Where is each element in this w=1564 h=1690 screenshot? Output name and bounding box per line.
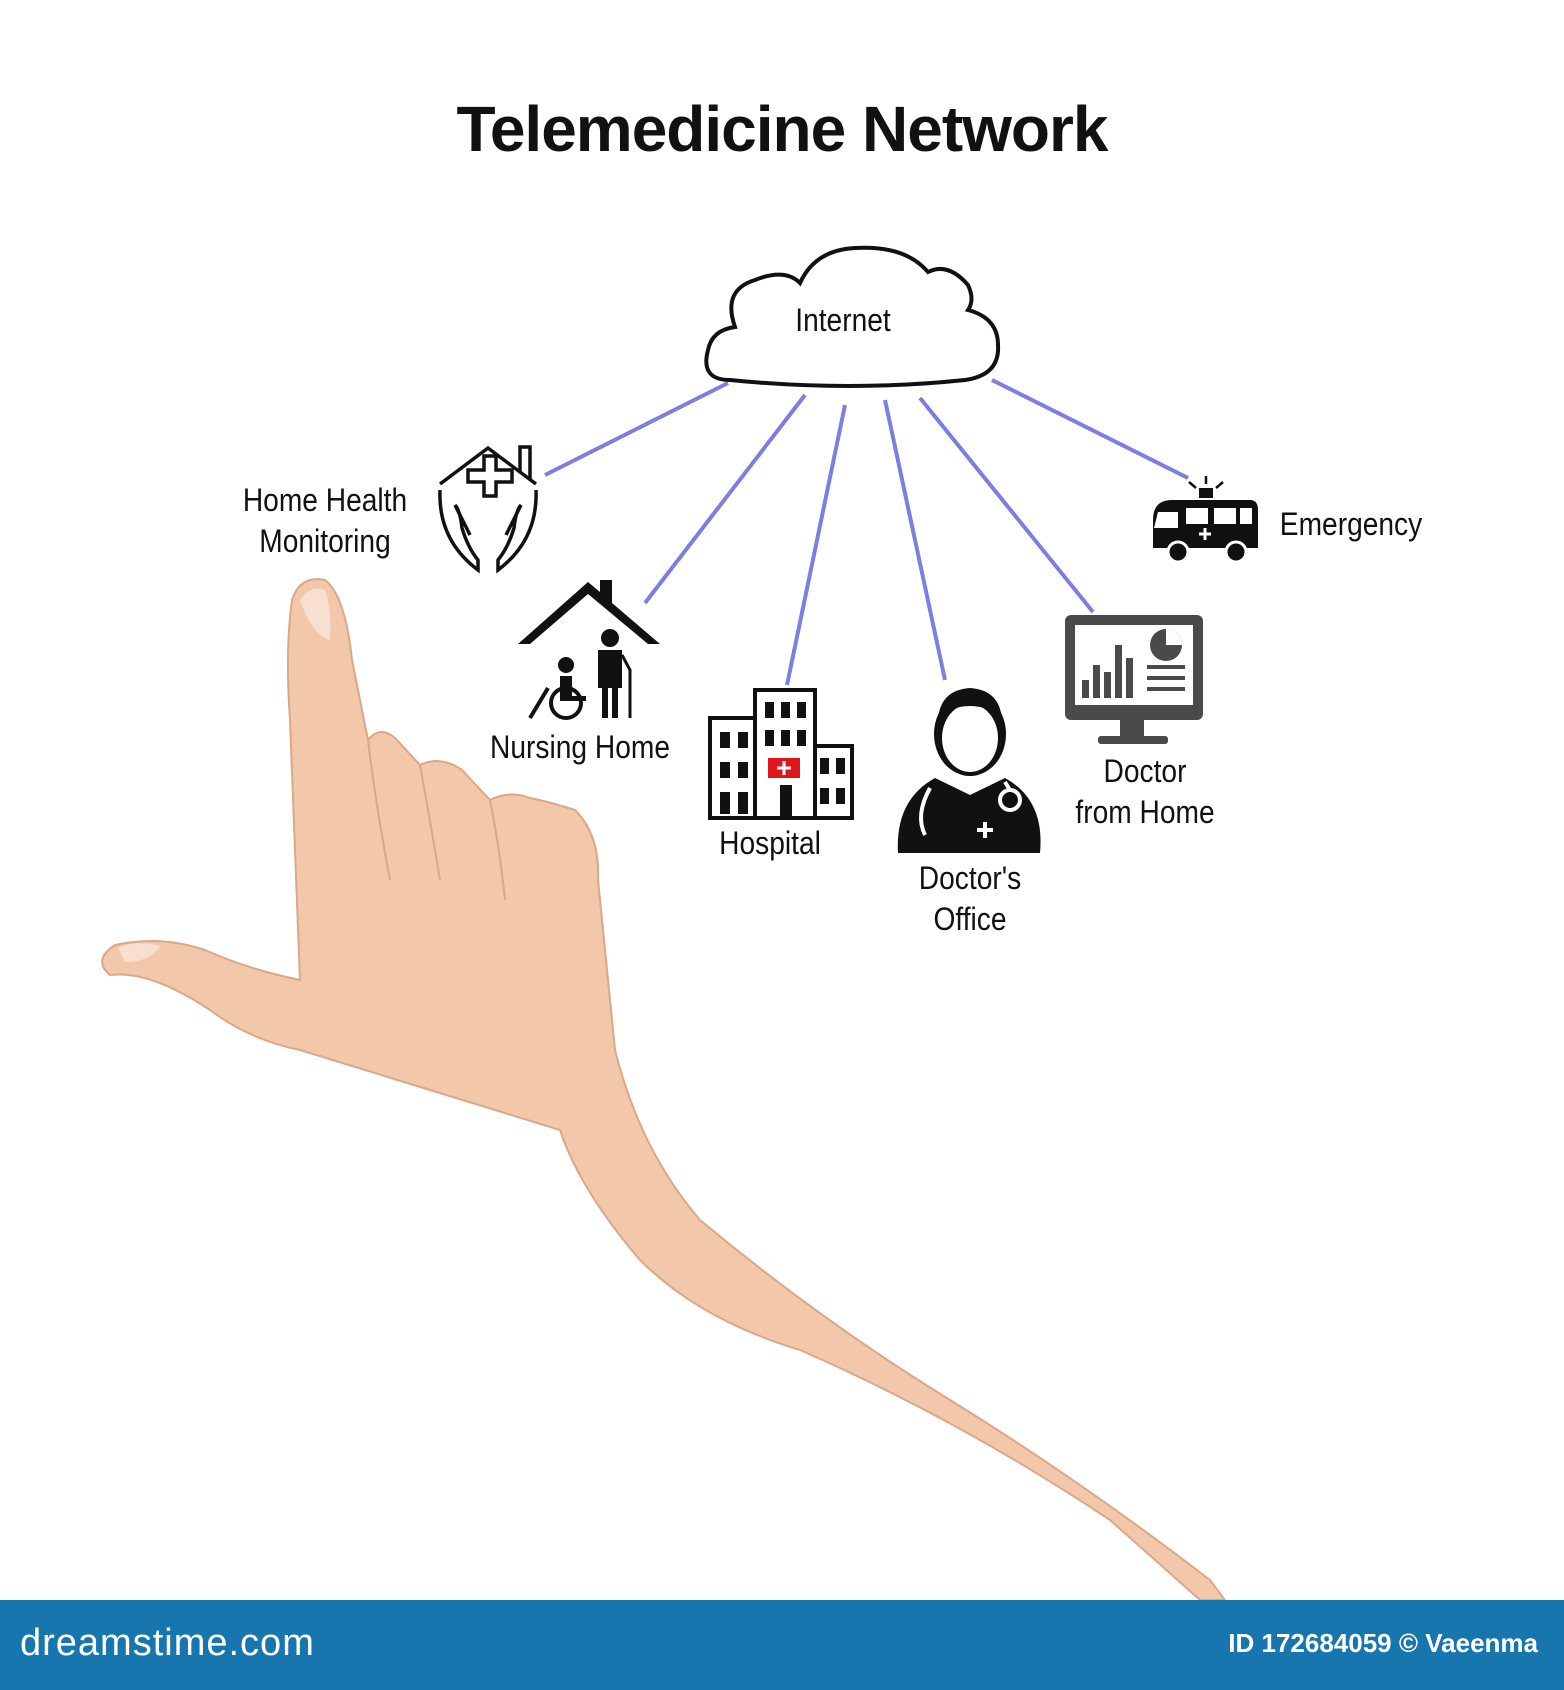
connector-emergency bbox=[991, 378, 1189, 480]
hospital-building-icon bbox=[708, 688, 854, 820]
footer-credit: ID 172684059 © Vaeenma bbox=[1228, 1628, 1538, 1658]
nursing-home-icon bbox=[518, 580, 660, 720]
connector-hospital bbox=[785, 404, 847, 686]
label-line: Nursing Home bbox=[490, 729, 670, 765]
doctor-icon bbox=[897, 688, 1041, 853]
cloud-icon bbox=[704, 245, 1001, 388]
monitor-chart-icon bbox=[1065, 615, 1203, 744]
home-health-hands-icon bbox=[438, 445, 538, 574]
label-line: Doctor bbox=[1103, 753, 1187, 789]
connector-home-health bbox=[544, 381, 729, 477]
node-label-doctors-office: Doctor's Office bbox=[900, 858, 1041, 940]
node-label-emergency: Emergency bbox=[1273, 504, 1430, 545]
node-label-doctor-from-home: Doctor from Home bbox=[1066, 751, 1224, 833]
connector-lines bbox=[544, 378, 1189, 686]
connector-nursing-home bbox=[643, 393, 807, 605]
diagram-graphics bbox=[101, 245, 1258, 1600]
hub-label-internet: Internet bbox=[795, 302, 891, 338]
label-line: Doctor's bbox=[918, 860, 1022, 896]
label-line: from Home bbox=[1075, 794, 1215, 830]
connector-doctor-from-home bbox=[918, 396, 1095, 614]
label-line: Emergency bbox=[1279, 506, 1423, 542]
footer-brand: dreamstime.com bbox=[20, 1622, 315, 1664]
label-line: Hospital bbox=[719, 825, 821, 861]
pointing-hand-illustration bbox=[101, 578, 1227, 1600]
watermark-footer-bar: dreamstime.com ID 172684059 © Vaeenma bbox=[0, 1600, 1564, 1690]
label-line: Home Health bbox=[242, 482, 408, 518]
node-label-hospital: Hospital bbox=[708, 823, 831, 864]
ambulance-icon bbox=[1153, 476, 1258, 564]
diagram-scene: Telemedicine Network bbox=[101, 93, 1430, 1600]
connector-doctors-office bbox=[883, 399, 947, 681]
node-label-home-health: Home Health Monitoring bbox=[219, 480, 430, 562]
label-line: Monitoring bbox=[259, 523, 391, 559]
diagram-title: Telemedicine Network bbox=[456, 93, 1108, 165]
node-label-nursing-home: Nursing Home bbox=[483, 727, 677, 768]
label-line: Office bbox=[933, 901, 1007, 937]
